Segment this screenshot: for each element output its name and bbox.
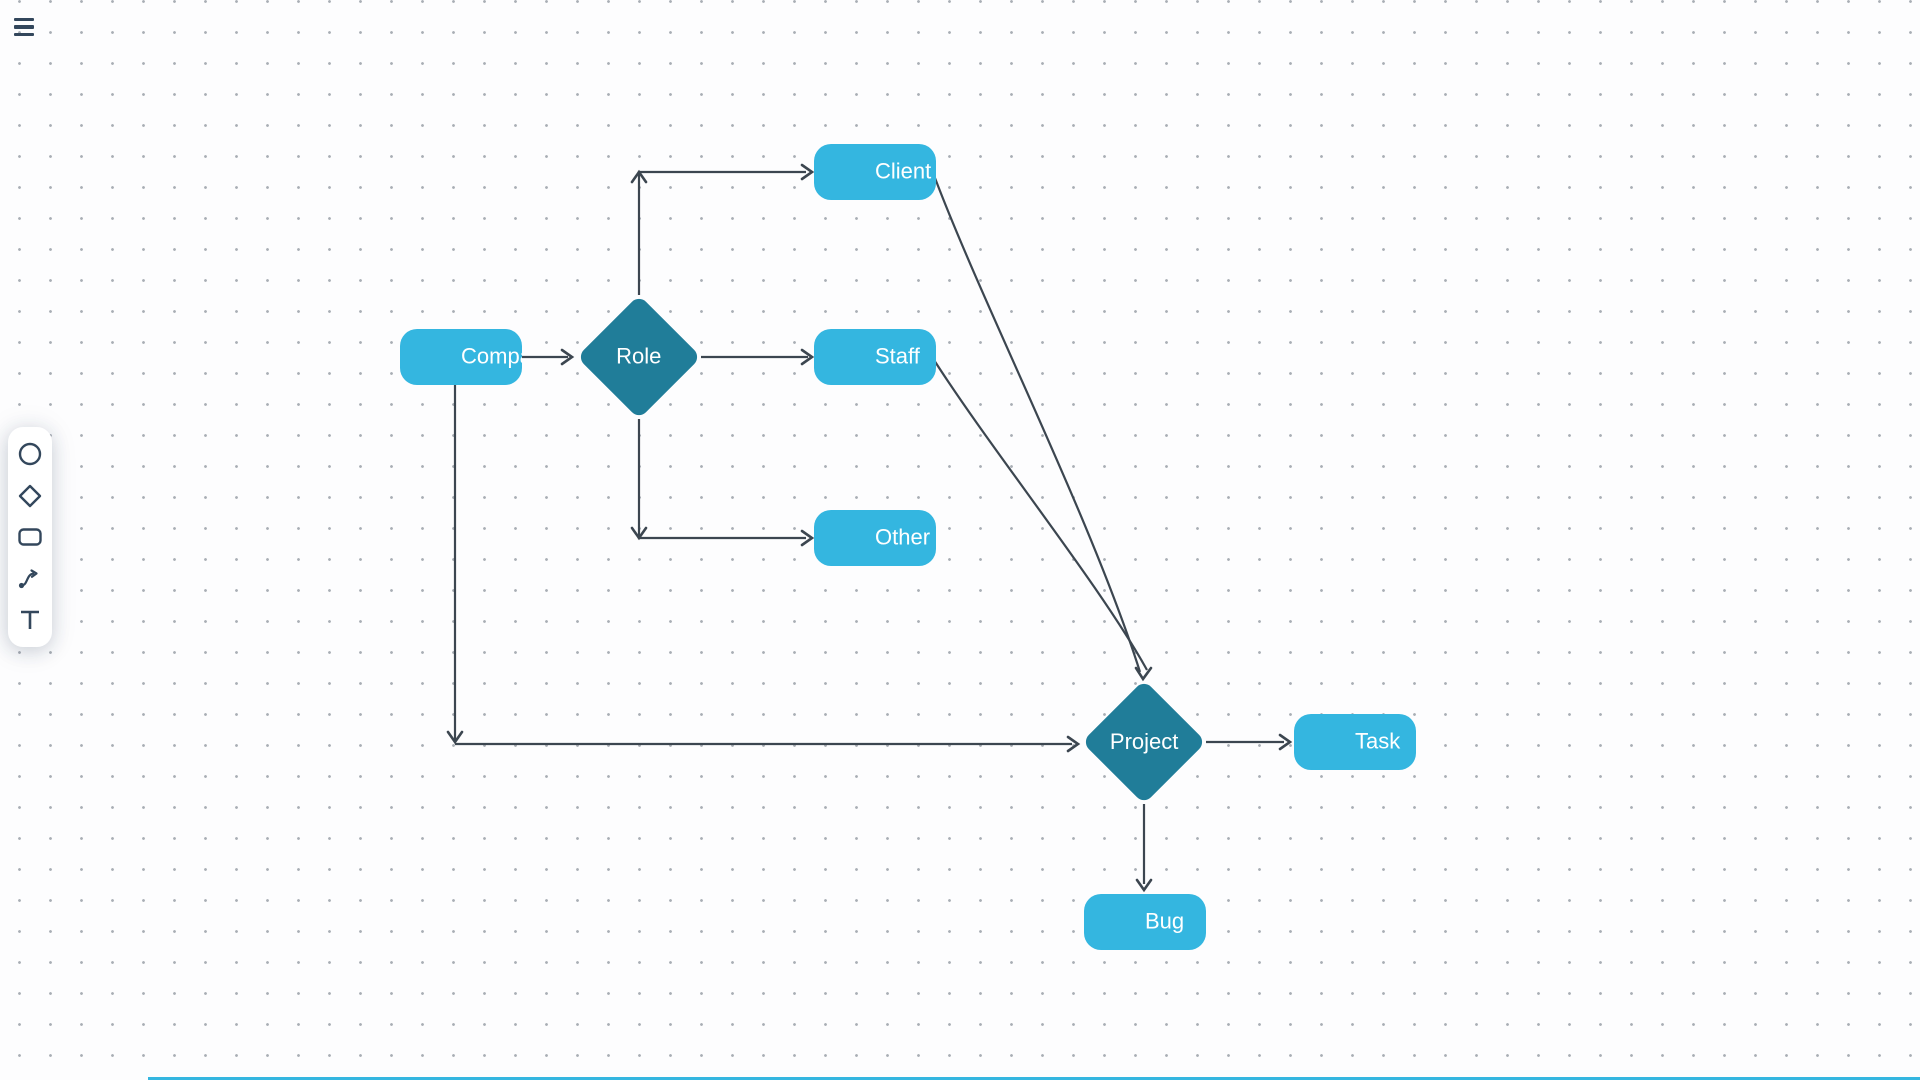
node-label: Company: [461, 343, 522, 369]
node-label: Other: [875, 524, 931, 550]
edge-project-task[interactable]: [1206, 733, 1293, 751]
node-company[interactable]: Company: [400, 329, 522, 385]
node-label: Bug: [1145, 908, 1185, 934]
node-task[interactable]: Task: [1294, 714, 1416, 770]
node-staff[interactable]: Staff: [814, 329, 936, 385]
text-T-icon: [17, 607, 43, 633]
diamond-icon: [17, 483, 43, 509]
rectangle-icon: [17, 524, 43, 550]
canvas-scrollbar[interactable]: [148, 1077, 1920, 1080]
edge-company-project[interactable]: [446, 385, 1081, 753]
edge-role-other[interactable]: [630, 419, 815, 547]
hamburger-menu-icon: [14, 18, 34, 22]
edge-company-role[interactable]: [522, 348, 575, 366]
node-label: Staff: [875, 343, 920, 369]
connector-arrow-icon: [17, 566, 43, 592]
node-project[interactable]: Project: [1081, 679, 1207, 805]
rectangle-tool[interactable]: [16, 523, 44, 551]
node-client[interactable]: Client: [814, 144, 936, 200]
node-label: Role: [616, 344, 662, 369]
edge-role-client[interactable]: [630, 163, 815, 295]
node-label: Project: [1109, 728, 1179, 754]
circle-tool[interactable]: [16, 440, 44, 468]
node-role[interactable]: Role: [576, 294, 702, 420]
text-tool[interactable]: [16, 606, 44, 634]
tool-palette: [8, 427, 52, 647]
diamond-tool[interactable]: [16, 482, 44, 510]
circle-icon: [17, 441, 43, 467]
edge-role-staff[interactable]: [701, 348, 815, 366]
node-label: Client: [875, 158, 932, 184]
menu-button[interactable]: [14, 13, 44, 41]
node-bug[interactable]: Bug: [1084, 894, 1206, 950]
node-other[interactable]: Other: [814, 510, 936, 566]
edge-project-bug[interactable]: [1135, 804, 1153, 893]
edge-client-project[interactable]: [933, 177, 1142, 673]
connector-tool[interactable]: [16, 565, 44, 593]
edge-staff-project[interactable]: [933, 359, 1153, 682]
node-label: Task: [1355, 728, 1401, 754]
